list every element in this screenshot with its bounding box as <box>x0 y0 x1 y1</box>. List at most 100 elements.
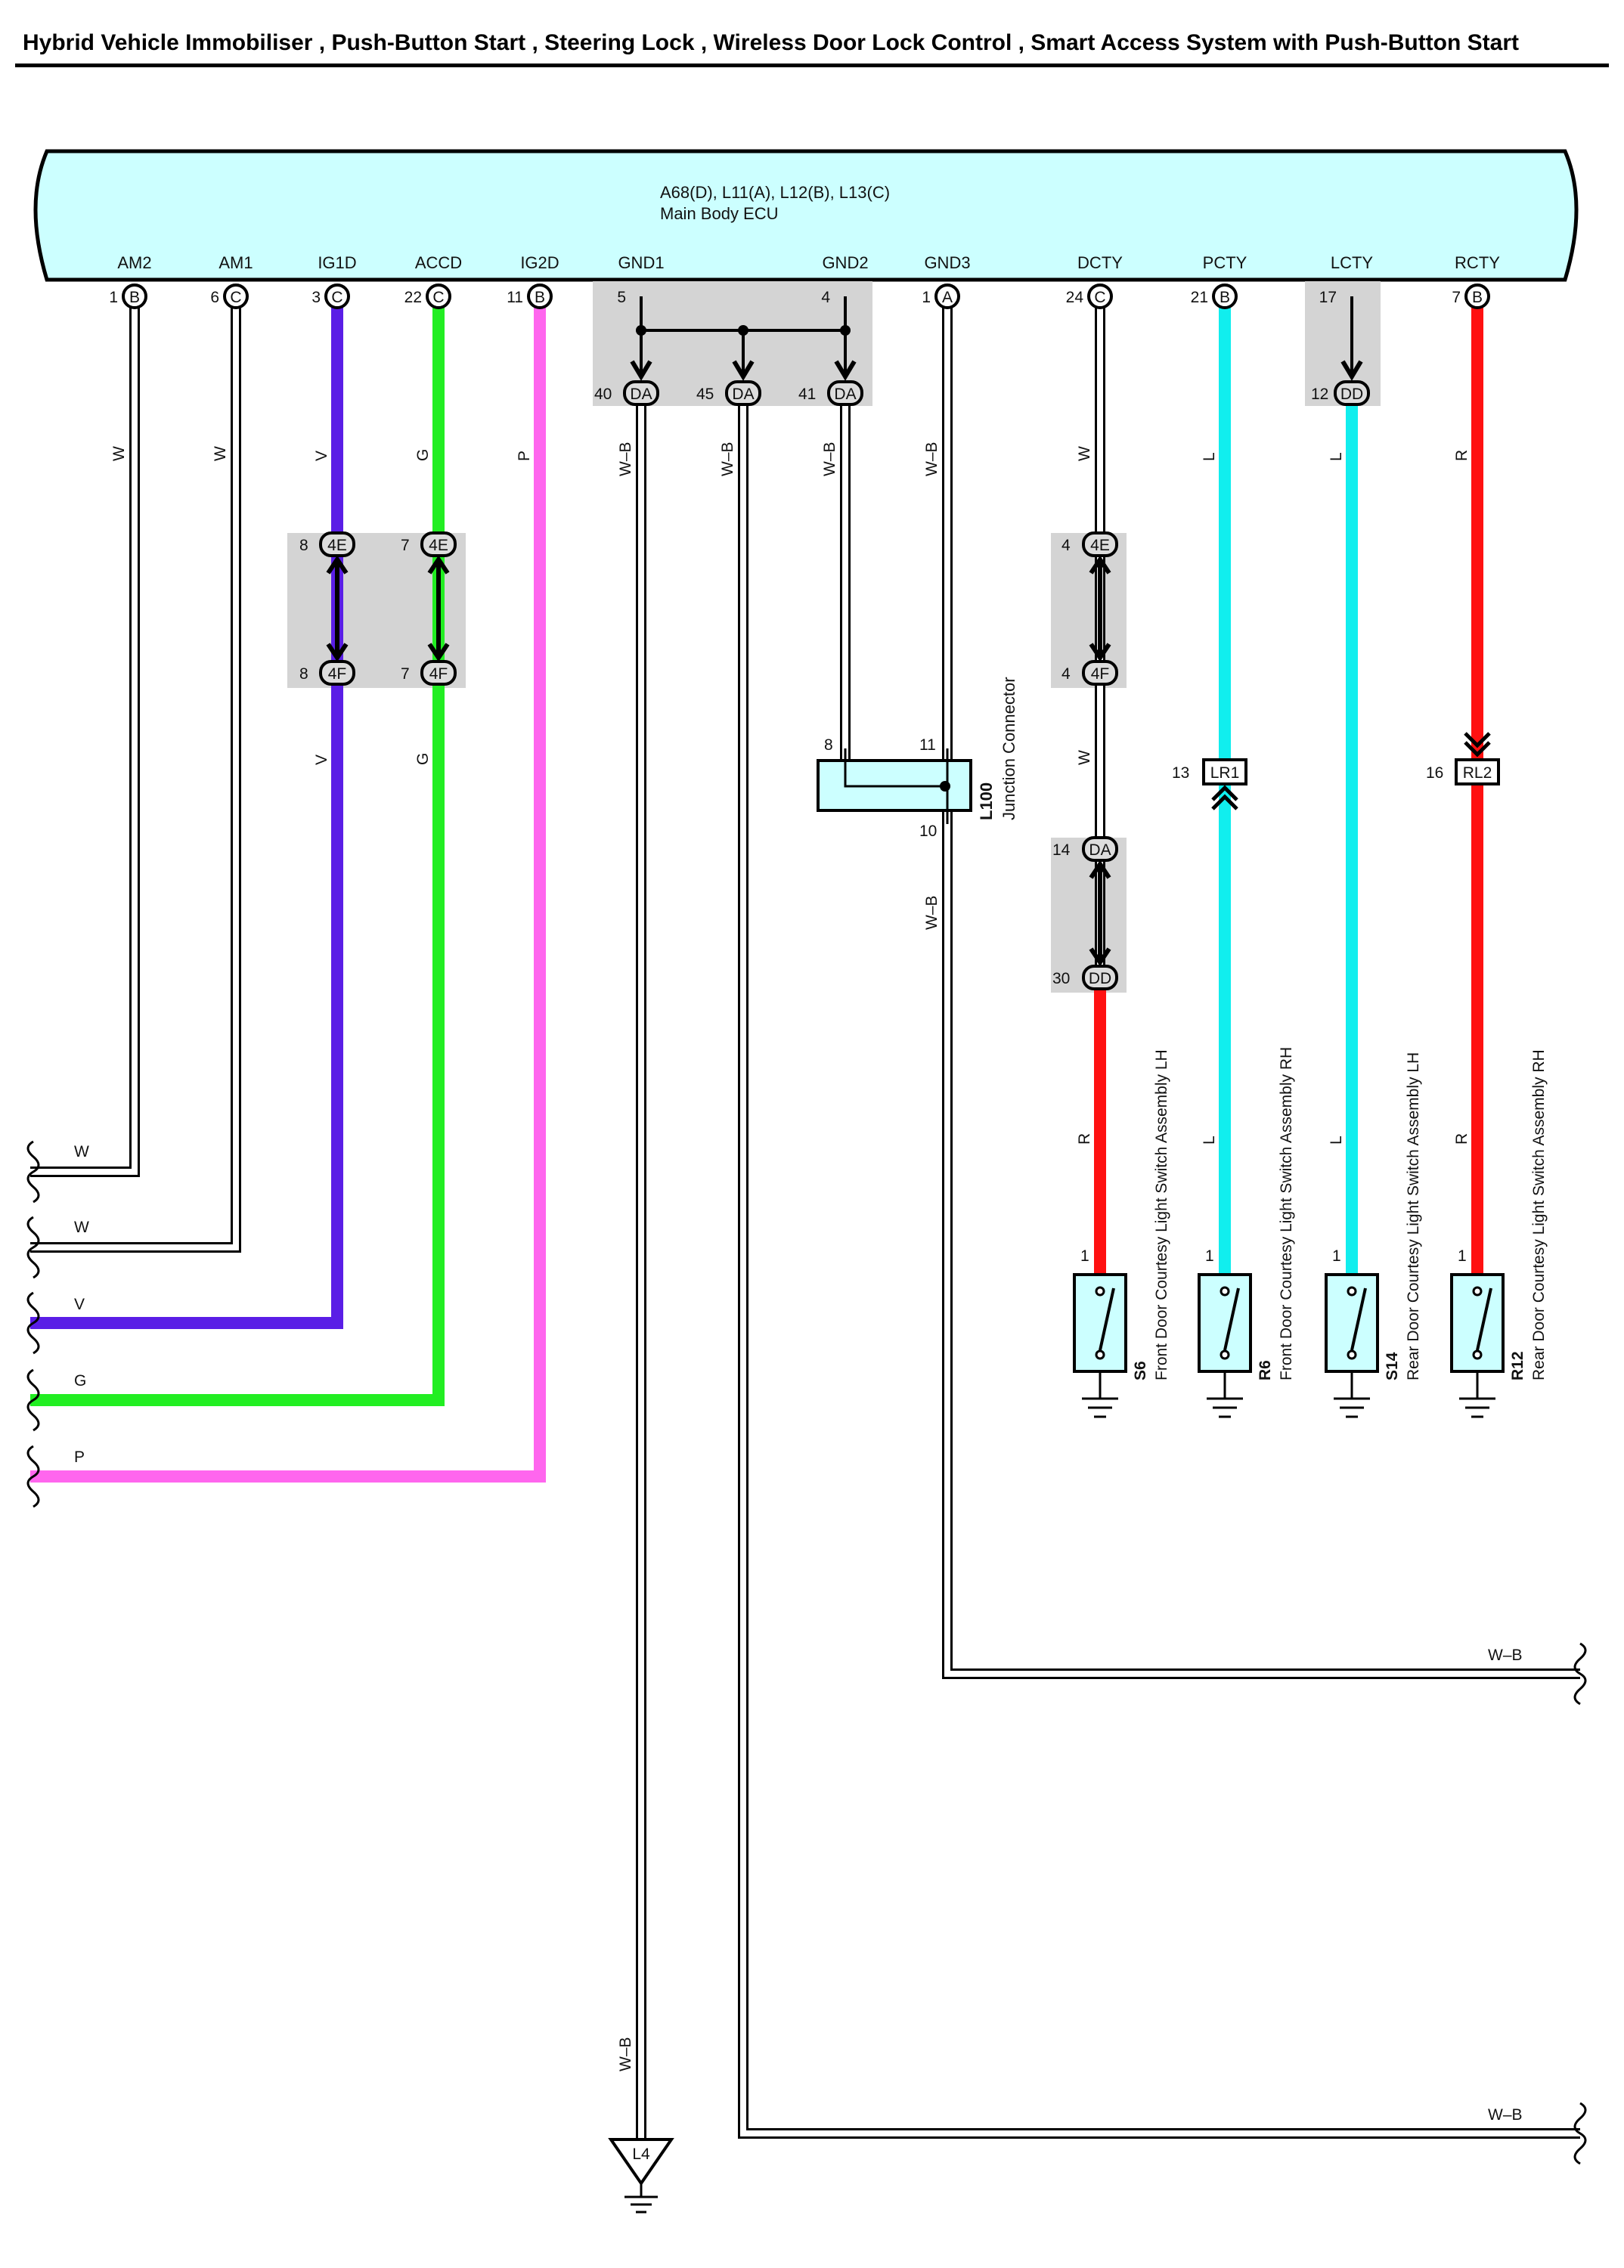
svg-text:W–B: W–B <box>1488 1647 1523 1664</box>
svg-text:P: P <box>516 451 533 461</box>
svg-text:13: 13 <box>1172 764 1189 782</box>
svg-text:ACCD: ACCD <box>415 253 462 272</box>
svg-text:B: B <box>535 289 545 306</box>
svg-text:5: 5 <box>617 289 626 306</box>
svg-text:8: 8 <box>824 736 833 754</box>
svg-text:1: 1 <box>1080 1247 1089 1265</box>
svg-text:W–B: W–B <box>617 2037 634 2071</box>
svg-text:40: 40 <box>594 386 612 403</box>
svg-text:V: V <box>313 754 330 765</box>
svg-text:DD: DD <box>1340 386 1363 403</box>
ecu-body <box>33 149 1579 282</box>
svg-text:IG1D: IG1D <box>318 253 356 272</box>
svg-text:L100: L100 <box>977 782 996 820</box>
svg-text:R: R <box>1453 1133 1471 1145</box>
svg-text:11: 11 <box>507 289 523 306</box>
svg-text:Rear Door Courtesy Light Switc: Rear Door Courtesy Light Switch Assembly… <box>1405 1052 1422 1380</box>
svg-text:LCTY: LCTY <box>1331 253 1374 272</box>
mate-arrows-dcty <box>1089 555 1111 967</box>
connector-dd-dcty: DD 30 <box>1052 965 1118 990</box>
break-marks <box>26 1140 1587 2165</box>
svg-text:4: 4 <box>1061 665 1071 683</box>
connector-4e-dcty: 4E 4 <box>1061 531 1118 557</box>
svg-text:7: 7 <box>1452 289 1461 306</box>
wire-gnd1b <box>738 404 1580 2139</box>
svg-text:1: 1 <box>922 289 931 306</box>
svg-text:V: V <box>74 1296 85 1313</box>
mate-arrows-left <box>326 555 450 662</box>
svg-text:G: G <box>414 753 432 765</box>
svg-text:G: G <box>74 1372 86 1390</box>
svg-text:LR1: LR1 <box>1210 764 1240 782</box>
svg-text:1: 1 <box>1332 1247 1341 1265</box>
svg-text:3: 3 <box>311 289 321 306</box>
svg-text:GND3: GND3 <box>924 253 970 272</box>
svg-text:W: W <box>74 1143 89 1160</box>
svg-text:Front Door Courtesy Light Swit: Front Door Courtesy Light Switch Assembl… <box>1278 1047 1295 1380</box>
svg-text:R: R <box>1076 1133 1093 1145</box>
svg-text:45: 45 <box>696 386 714 403</box>
connector-rl2: RL2 16 <box>1426 732 1500 785</box>
svg-text:DCTY: DCTY <box>1077 253 1123 272</box>
svg-text:DA: DA <box>834 386 856 403</box>
svg-text:W: W <box>1076 750 1093 765</box>
svg-text:Rear Door Courtesy Light Switc: Rear Door Courtesy Light Switch Assembly… <box>1530 1049 1548 1380</box>
svg-text:12: 12 <box>1311 386 1328 403</box>
svg-text:C: C <box>331 289 342 306</box>
svg-text:C: C <box>432 289 444 306</box>
svg-text:4: 4 <box>821 289 830 306</box>
svg-text:L: L <box>1328 452 1345 461</box>
svg-text:22: 22 <box>404 289 422 306</box>
svg-text:L4: L4 <box>632 2146 650 2163</box>
svg-text:1: 1 <box>1205 1247 1214 1265</box>
svg-text:C: C <box>230 289 241 306</box>
ecu-pin-gnd1: GND1 5 <box>617 253 664 306</box>
svg-text:W: W <box>74 1219 89 1236</box>
svg-text:W: W <box>212 446 229 461</box>
svg-text:W–B: W–B <box>923 895 941 930</box>
svg-text:W: W <box>110 446 128 461</box>
svg-text:4E: 4E <box>327 537 347 554</box>
connector-dd12: DD 12 <box>1311 380 1370 406</box>
svg-text:S14: S14 <box>1384 1352 1401 1380</box>
svg-text:4F: 4F <box>1091 665 1110 683</box>
ecu-pin-gnd2: GND2 4 <box>821 253 868 306</box>
svg-text:17: 17 <box>1319 289 1337 306</box>
ecu-pin-lcty: LCTY 17 <box>1319 253 1374 306</box>
wire-labels: W W V G P W–B W–B W–B W–B W L L R V G W … <box>74 442 1523 2124</box>
svg-text:DA: DA <box>732 386 754 403</box>
svg-text:P: P <box>74 1448 85 1466</box>
connector-4f-ig1d: 4F 8 <box>299 660 355 686</box>
connector-lr1: LR1 13 <box>1172 758 1247 810</box>
ecu-name: Main Body ECU <box>660 204 779 223</box>
page-title: Hybrid Vehicle Immobiliser , Push-Button… <box>23 30 1520 55</box>
svg-text:4: 4 <box>1061 537 1071 554</box>
ecu-connectors-label: A68(D), L11(A), L12(B), L13(C) <box>660 183 890 202</box>
svg-text:W: W <box>1076 446 1093 461</box>
svg-text:RL2: RL2 <box>1463 764 1492 782</box>
svg-text:14: 14 <box>1052 841 1071 859</box>
svg-text:L: L <box>1328 1136 1345 1145</box>
svg-text:GND1: GND1 <box>618 253 664 272</box>
svg-text:S6: S6 <box>1132 1361 1149 1380</box>
svg-text:DA: DA <box>1089 841 1111 859</box>
svg-text:A: A <box>942 289 953 306</box>
svg-text:W–B: W–B <box>821 442 838 476</box>
svg-text:16: 16 <box>1426 764 1443 782</box>
svg-text:V: V <box>313 451 330 461</box>
connector-da40: DA 40 <box>594 380 659 406</box>
svg-text:6: 6 <box>210 289 219 306</box>
svg-text:GND2: GND2 <box>822 253 868 272</box>
connector-4f-dcty: 4F 4 <box>1061 660 1118 686</box>
